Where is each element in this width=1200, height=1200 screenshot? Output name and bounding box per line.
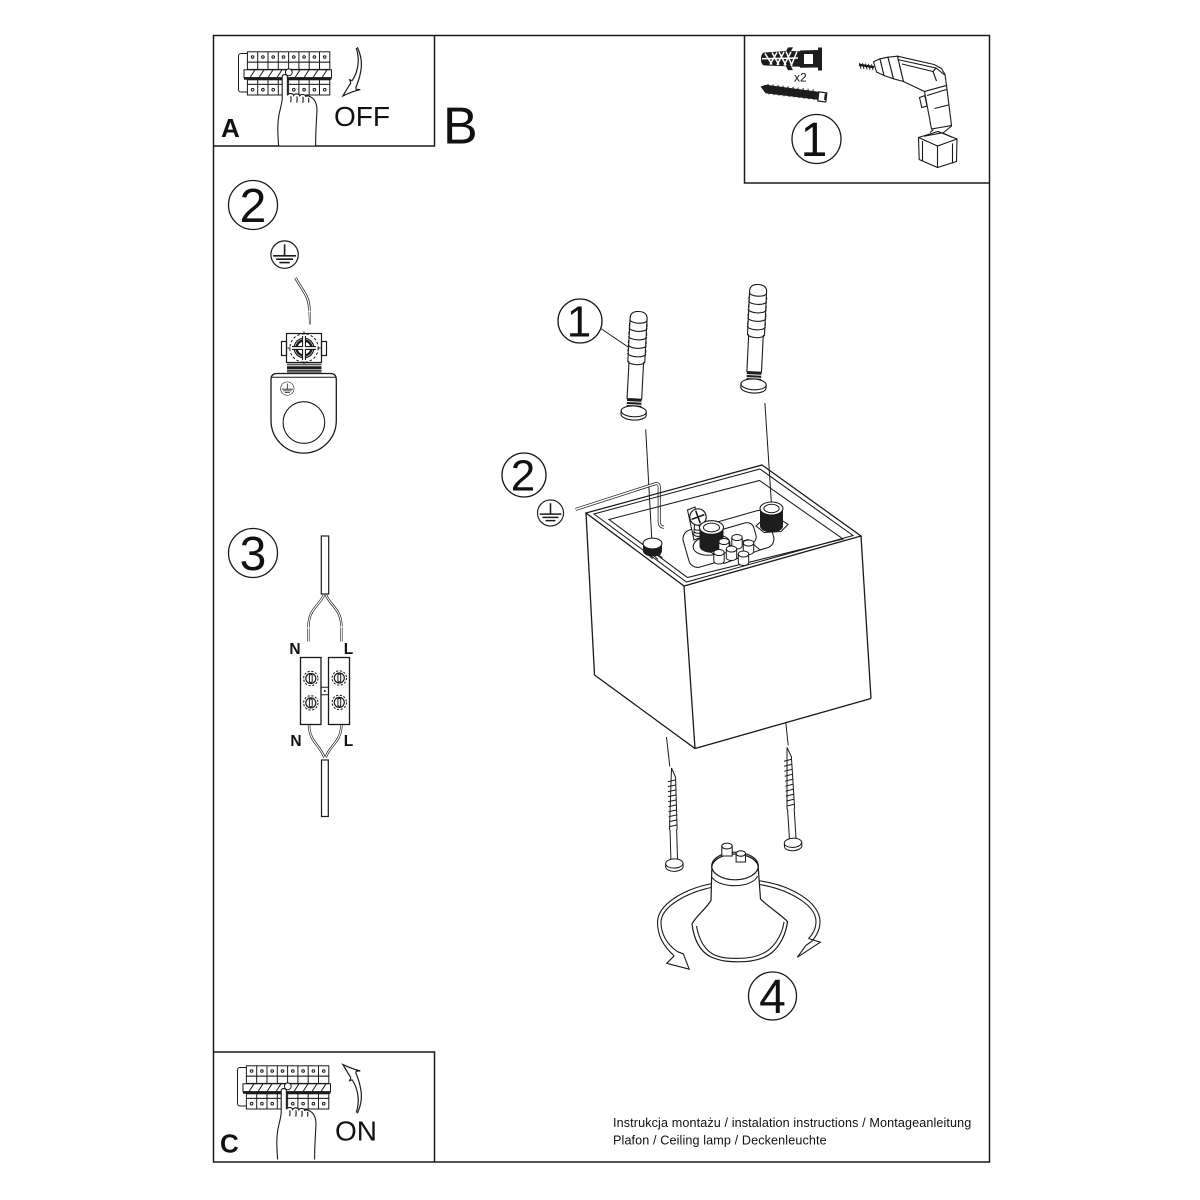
- svg-text:1: 1: [567, 298, 591, 347]
- svg-text:ON: ON: [335, 1116, 377, 1147]
- svg-text:L: L: [344, 641, 353, 658]
- svg-text:4: 4: [759, 971, 786, 1024]
- svg-text:N: N: [290, 733, 301, 750]
- svg-text:N: N: [289, 641, 300, 658]
- svg-text:2: 2: [511, 452, 535, 501]
- svg-text:Plafon / Ceiling lamp / Decken: Plafon / Ceiling lamp / Deckenleuchte: [613, 1134, 827, 1148]
- svg-text:x2: x2: [794, 71, 807, 85]
- svg-text:B: B: [443, 98, 478, 156]
- svg-text:2: 2: [240, 180, 267, 233]
- svg-text:OFF: OFF: [334, 101, 390, 132]
- svg-text:3: 3: [240, 528, 267, 581]
- svg-text:Instrukcja montażu / instalati: Instrukcja montażu / instalation instruc…: [613, 1116, 971, 1130]
- svg-text:C: C: [220, 1129, 239, 1159]
- svg-text:A: A: [221, 113, 240, 143]
- svg-text:1: 1: [801, 114, 828, 167]
- svg-text:L: L: [344, 733, 353, 750]
